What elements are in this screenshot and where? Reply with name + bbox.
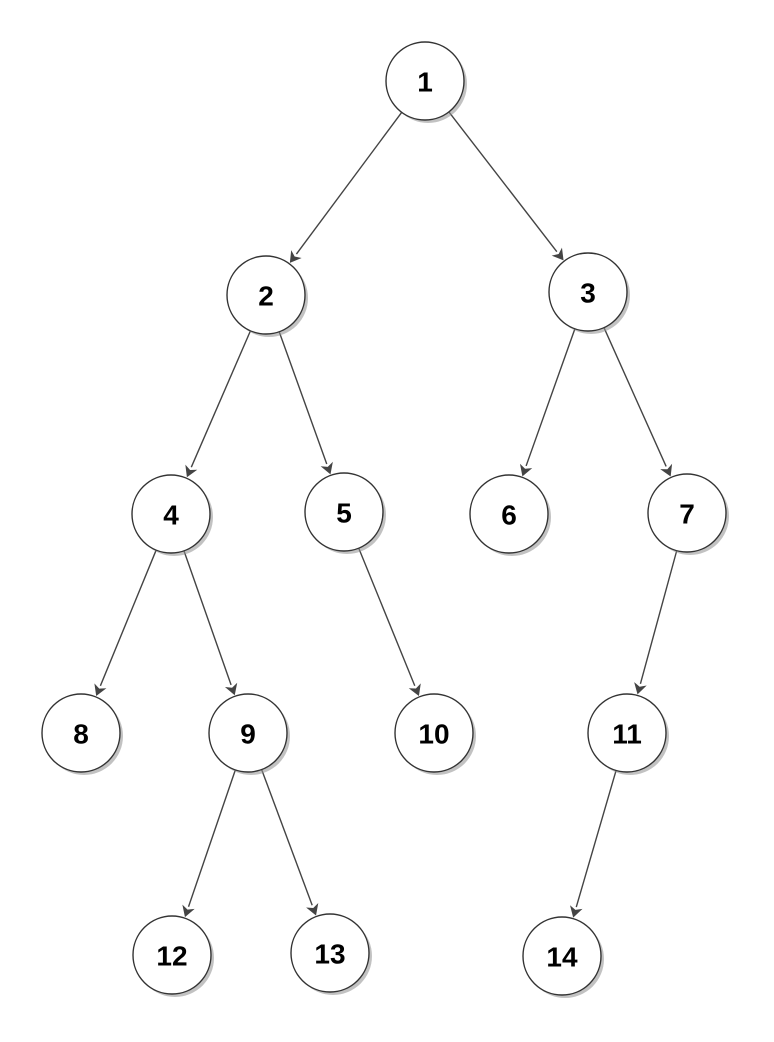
arrowhead-icon <box>320 461 333 475</box>
node-circle <box>469 474 549 554</box>
node-label: 11 <box>612 719 642 750</box>
arrowhead-icon <box>634 682 647 695</box>
node-circle <box>394 693 474 773</box>
node-label: 6 <box>501 500 517 531</box>
tree-node-5: 5 <box>304 472 386 554</box>
arrowhead-icon <box>224 682 238 696</box>
edge-line <box>358 547 416 687</box>
edge-line <box>603 327 667 467</box>
node-label: 3 <box>580 278 596 309</box>
node-circle <box>385 41 465 121</box>
node-circle <box>132 915 212 995</box>
arrowhead-icon <box>570 905 583 918</box>
edge-n2-to-n5 <box>278 331 333 475</box>
edges-layer <box>94 111 678 918</box>
edge-line <box>183 550 232 686</box>
edge-line <box>525 328 576 467</box>
arrowhead-icon <box>408 683 421 696</box>
node-label: 10 <box>418 719 449 750</box>
edge-n5-to-n10 <box>358 547 421 696</box>
edge-n4-to-n8 <box>94 549 157 697</box>
arrowhead-icon <box>551 247 564 261</box>
arrowhead-icon <box>289 250 302 263</box>
tree-node-10: 10 <box>394 693 476 775</box>
tree-node-7: 7 <box>647 473 729 555</box>
node-circle <box>587 693 667 773</box>
edge-n9-to-n12 <box>182 769 237 918</box>
edge-n2-to-n4 <box>185 330 252 478</box>
tree-node-12: 12 <box>132 915 214 997</box>
node-circle <box>41 693 121 773</box>
tree-node-8: 8 <box>41 693 123 775</box>
edge-n3-to-n6 <box>519 328 576 477</box>
arrowhead-icon <box>182 904 195 918</box>
node-circle <box>647 473 727 553</box>
node-label: 2 <box>258 281 274 312</box>
node-label: 13 <box>314 939 345 970</box>
node-label: 5 <box>336 498 352 529</box>
edge-line <box>260 769 313 906</box>
edge-n1-to-n3 <box>448 111 564 261</box>
node-circle <box>522 916 602 996</box>
tree-node-14: 14 <box>522 916 604 998</box>
node-circle <box>548 252 628 332</box>
edge-line <box>190 330 252 468</box>
node-label: 12 <box>156 941 187 972</box>
node-label: 1 <box>417 67 433 98</box>
node-label: 4 <box>163 500 179 531</box>
edge-n9-to-n13 <box>260 769 319 916</box>
tree-node-4: 4 <box>131 474 213 556</box>
node-circle <box>226 255 306 335</box>
arrowhead-icon <box>660 463 673 477</box>
edge-n4-to-n9 <box>183 550 238 696</box>
node-label: 8 <box>73 719 89 750</box>
edge-n7-to-n11 <box>634 550 678 695</box>
tree-node-1: 1 <box>385 41 467 123</box>
tree-node-2: 2 <box>226 255 308 337</box>
edge-line <box>448 111 558 253</box>
edge-n1-to-n2 <box>289 111 403 263</box>
node-label: 9 <box>240 719 256 750</box>
node-label: 7 <box>679 499 695 530</box>
node-circle <box>208 693 288 773</box>
edge-line <box>295 111 403 255</box>
edge-line <box>278 331 328 465</box>
edge-line <box>187 769 237 907</box>
edge-line <box>99 549 157 687</box>
arrowhead-icon <box>94 683 107 697</box>
tree-node-9: 9 <box>208 693 290 775</box>
arrowhead-icon <box>519 463 533 477</box>
edge-n3-to-n7 <box>603 327 673 477</box>
tree-node-6: 6 <box>469 474 551 556</box>
node-circle <box>131 474 211 554</box>
node-label: 14 <box>546 942 578 973</box>
node-circle <box>304 472 384 552</box>
tree-node-13: 13 <box>290 913 372 995</box>
edge-n11-to-n14 <box>570 770 617 918</box>
arrowhead-icon <box>185 464 198 478</box>
arrowhead-icon <box>306 902 319 916</box>
tree-node-11: 11 <box>587 693 669 775</box>
edge-line <box>639 550 678 684</box>
tree-node-3: 3 <box>548 252 630 334</box>
edge-line <box>575 770 617 908</box>
node-circle <box>290 913 370 993</box>
